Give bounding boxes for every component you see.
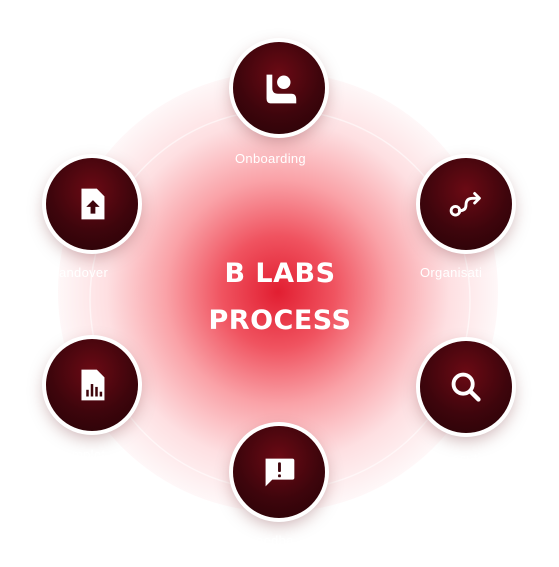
file-upload-icon — [81, 188, 105, 220]
step-label-feedback: eedba — [256, 533, 294, 548]
step-node-organisation[interactable] — [420, 158, 512, 250]
step-node-completion[interactable] — [46, 339, 138, 431]
report-icon — [81, 369, 105, 401]
step-label-handover: andover — [59, 265, 109, 280]
title-line-1: B LABS — [224, 258, 336, 289]
raised-hand-icon — [266, 74, 297, 104]
step-label-execution: ecution — [452, 451, 497, 466]
feedback-icon — [265, 458, 295, 487]
step-node-feedback[interactable] — [233, 426, 325, 518]
step-label-onboarding: Onboarding — [235, 151, 306, 166]
title-line-2: PROCESS — [208, 305, 352, 336]
step-label-organisation: Organisati — [420, 265, 483, 280]
step-label-completion: mplet — [72, 447, 106, 462]
search-icon — [451, 372, 481, 402]
step-node-execution[interactable] — [420, 341, 512, 433]
center-title: B LABS PROCESS — [140, 250, 420, 344]
step-node-onboarding[interactable] — [233, 42, 325, 134]
route-icon — [449, 192, 481, 217]
step-node-handover[interactable] — [46, 158, 138, 250]
